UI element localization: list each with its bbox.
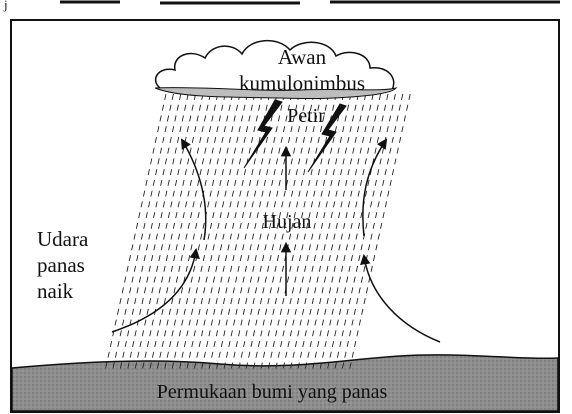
rain-streak <box>268 94 329 372</box>
rain-streak <box>216 94 277 372</box>
cropped-header-text: j <box>3 0 8 12</box>
ground-label: Permukaan bumi yang panas <box>157 381 388 403</box>
rain-streak <box>112 94 173 372</box>
rain-streak <box>164 94 225 372</box>
rain-streak <box>231 94 292 372</box>
rain-streak <box>142 94 203 372</box>
rain-streak <box>194 94 255 372</box>
rain-streak <box>201 94 262 372</box>
lightning-bolt-icon <box>244 100 282 168</box>
rain-streak <box>171 94 232 372</box>
rain-streak <box>253 94 314 372</box>
rain-streak <box>105 94 166 372</box>
rain-streak <box>327 94 388 372</box>
rain-streak <box>208 94 269 372</box>
rain-streak <box>127 94 188 372</box>
rain-streak <box>290 94 351 372</box>
lightning-label: Petir <box>287 105 325 127</box>
warm-air-label-line2: panas <box>37 253 85 277</box>
rain-streak <box>238 94 299 372</box>
rain-streak <box>120 94 181 372</box>
rain-streak <box>349 94 410 372</box>
rain-streak <box>334 94 395 372</box>
rain-streak <box>134 94 195 372</box>
rising-air-arrow-left-lower <box>112 250 196 332</box>
rain-streak <box>149 94 210 372</box>
rain-streak <box>282 94 343 372</box>
cloud-label-line1: Awan <box>278 45 327 69</box>
rain-streak <box>186 94 247 372</box>
warm-air-label-line3: naik <box>37 279 74 303</box>
rain-streak <box>342 94 403 372</box>
rain-label: Hujan <box>263 211 312 233</box>
rain-streak <box>223 94 284 372</box>
rain-streak <box>305 94 366 372</box>
rising-air-arrow-right-lower <box>364 256 440 342</box>
rising-air-arrow-left-upper <box>182 140 206 240</box>
rain-streak <box>179 94 240 372</box>
cloud-label-line2: kumulonimbus <box>239 71 365 95</box>
warm-air-label-line1: Udara <box>37 227 89 251</box>
rising-air-arrow-right-upper <box>363 140 386 236</box>
cropped-header-marks <box>60 2 560 3</box>
rain-streak <box>245 94 306 372</box>
rain-streak <box>157 94 218 372</box>
rain-streak <box>260 94 321 372</box>
